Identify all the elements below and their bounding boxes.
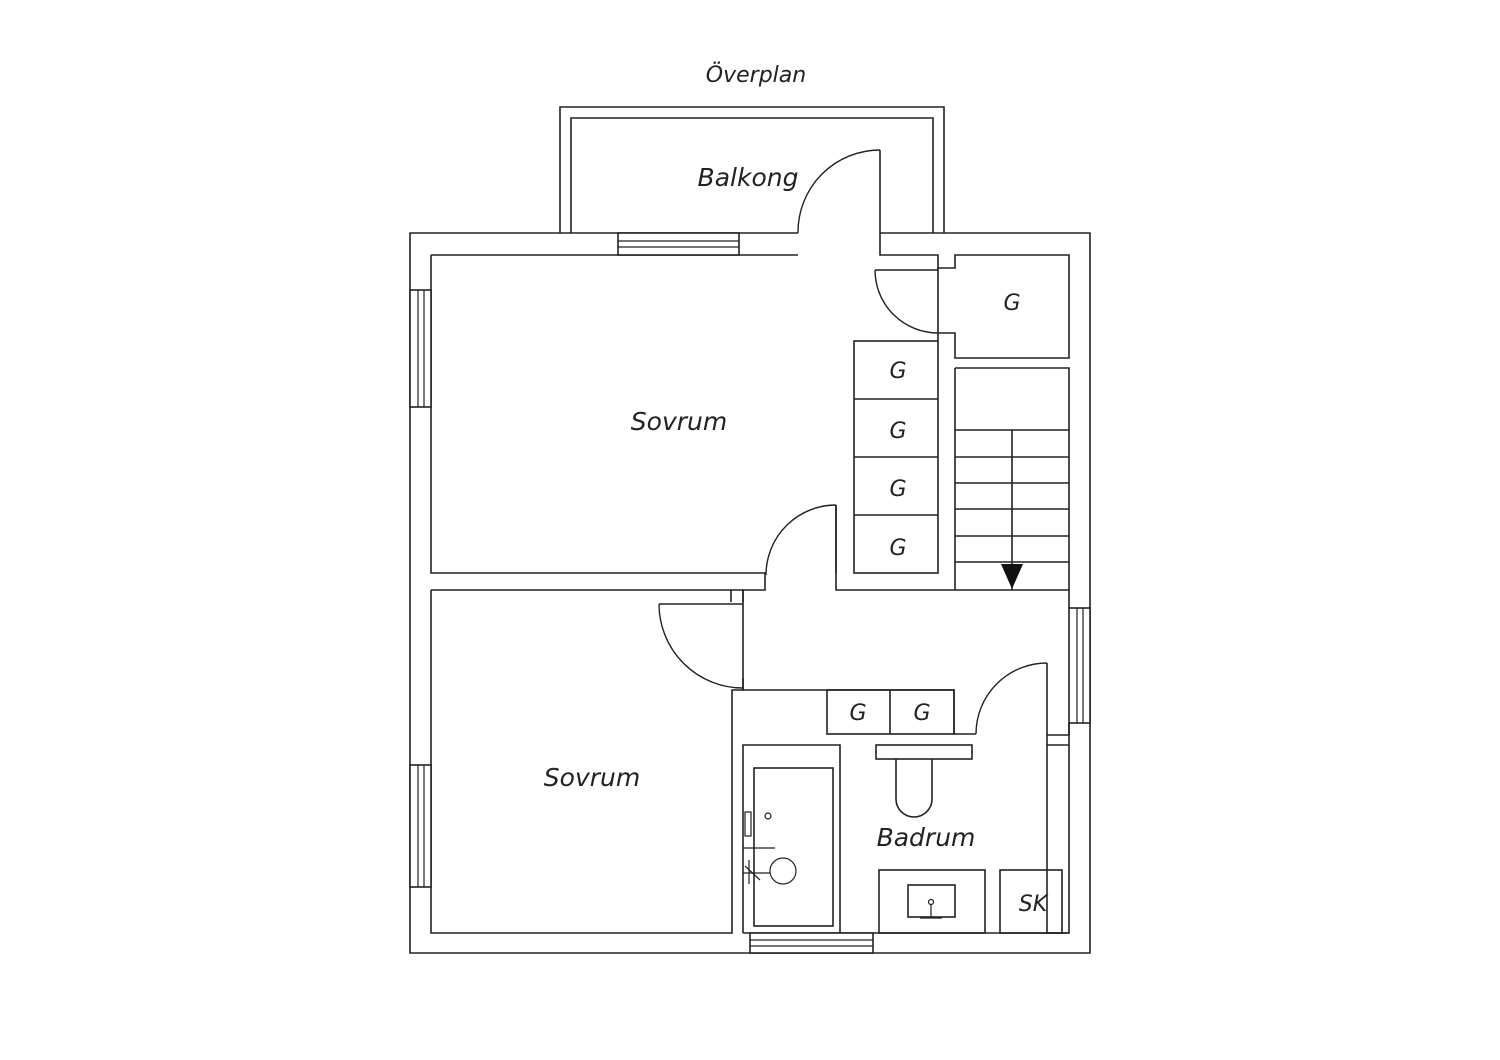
closet-label: G [1003,291,1020,316]
window-left-lower [409,764,432,888]
sk-cabinet-label: SK [1019,892,1049,917]
bedroom-lower-door [658,603,744,689]
hall-cabinet-label: G [849,701,866,726]
balcony-label: Balkong [698,163,799,192]
exterior-wall [409,232,1091,954]
wardrobe-label: G [889,477,906,502]
wardrobe-column: G G G G [853,340,939,574]
bathroom-label: Badrum [877,823,976,852]
bathroom-door [954,662,1048,735]
wardrobe-label: G [889,419,906,444]
wardrobe-label: G [889,536,906,561]
bedroom-upper-door [765,504,837,576]
sink-icon [878,869,986,934]
hall-cabinet-label: G [913,701,930,726]
wardrobe-label: G [889,359,906,384]
toilet-icon [875,744,973,818]
staircase [955,429,1069,590]
hall-cabinets: G G [826,689,955,735]
bedroom-lower-label: Sovrum [544,763,640,792]
window-top [617,232,740,256]
bedroom-upper-label: Sovrum [631,407,727,436]
window-right [1068,607,1091,724]
window-left-upper [409,289,432,408]
stair-arrow-icon [1001,564,1023,589]
shower-icon [743,767,834,927]
balcony: Balkong [559,106,945,233]
balcony-door [797,149,881,234]
sk-cabinet: SK [999,869,1063,934]
plan-title: Överplan [706,62,806,88]
closet-door [874,268,939,334]
window-bottom [749,932,874,954]
